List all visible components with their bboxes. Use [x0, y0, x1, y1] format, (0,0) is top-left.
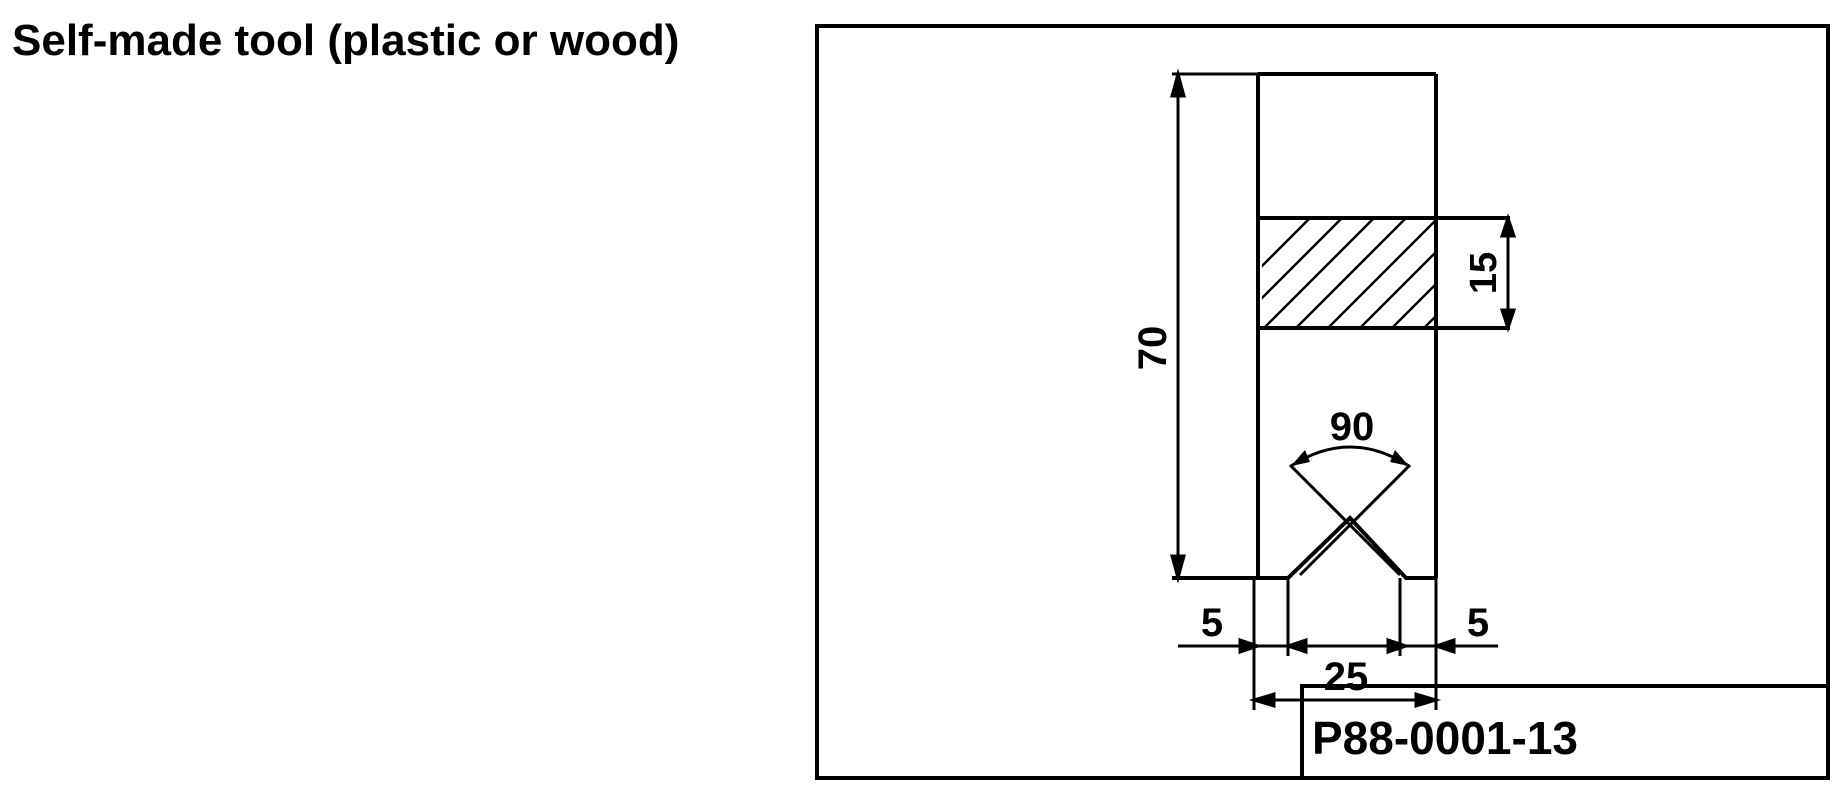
- section-dimension-label: 15: [1463, 252, 1505, 294]
- part-number: P88-0001-13: [1312, 712, 1578, 764]
- section-dimension: [1499, 213, 1517, 333]
- height-dimension: [1170, 68, 1258, 584]
- width-dimension-label: 25: [1324, 655, 1369, 699]
- v-notch-angle: [1288, 445, 1412, 577]
- angle-label: 90: [1330, 405, 1375, 449]
- drawing-frame: [815, 24, 1830, 780]
- width-dimension: [1248, 578, 1442, 710]
- right-offset-label: 5: [1467, 601, 1489, 645]
- left-offset-label: 5: [1201, 601, 1223, 645]
- offset-dimensions: [1178, 578, 1498, 656]
- height-dimension-label: 70: [1131, 326, 1175, 371]
- hatched-section: [1258, 216, 1510, 330]
- page-title: Self-made tool (plastic or wood): [12, 16, 680, 65]
